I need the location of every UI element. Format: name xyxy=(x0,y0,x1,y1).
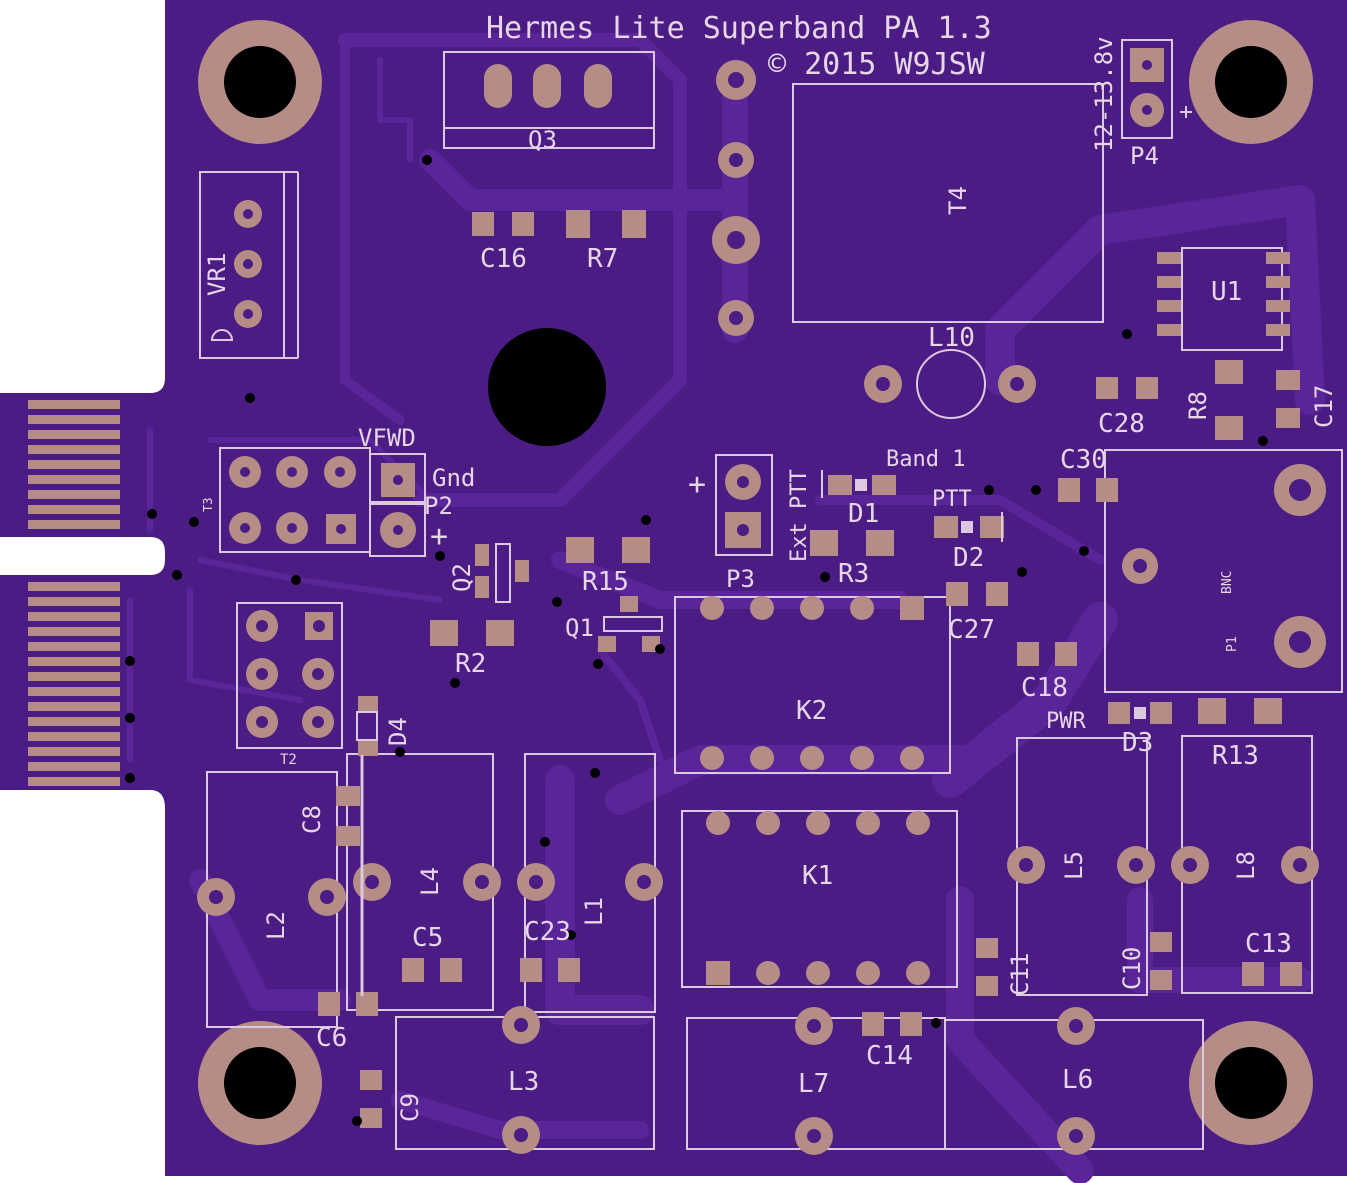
l10-label: L10 xyxy=(928,323,975,353)
vfwd-label: VFWD xyxy=(358,424,416,452)
c11-label: C11 xyxy=(1006,953,1034,996)
gnd-label: Gnd xyxy=(432,464,475,492)
u1-label: U1 xyxy=(1211,277,1242,307)
smd-pads xyxy=(318,210,1302,1128)
p2-plus: + xyxy=(430,519,448,554)
c30-label: C30 xyxy=(1060,445,1107,475)
bnc-label: BNC xyxy=(1220,571,1235,594)
k1-label: K1 xyxy=(802,861,833,891)
p1-label: P1 xyxy=(1225,636,1240,652)
d4-label: D4 xyxy=(384,717,412,746)
ptt-label: PTT xyxy=(932,487,972,512)
l6-label: L6 xyxy=(1062,1065,1093,1095)
voltage-label: 12-13.8v xyxy=(1090,36,1118,152)
l4-label: L4 xyxy=(416,867,444,896)
l1-label: L1 xyxy=(580,897,608,926)
c9-label: C9 xyxy=(396,1093,424,1122)
component-details xyxy=(356,470,1146,996)
k2-label: K2 xyxy=(796,696,827,726)
t3-label: T3 xyxy=(201,498,215,512)
c14-label: C14 xyxy=(866,1041,913,1071)
c18-label: C18 xyxy=(1021,673,1068,703)
c23-label: C23 xyxy=(524,917,571,947)
l7-label: L7 xyxy=(798,1069,829,1099)
r2-label: R2 xyxy=(455,649,486,679)
d3-label: D3 xyxy=(1122,728,1153,758)
r13-label: R13 xyxy=(1212,741,1259,771)
l2-label: L2 xyxy=(262,911,290,940)
l8-label: L8 xyxy=(1232,851,1260,880)
d1-label: D1 xyxy=(848,499,879,529)
band1-label: Band 1 xyxy=(886,447,965,472)
r8-label: R8 xyxy=(1184,391,1212,420)
q1-label: Q1 xyxy=(565,614,594,642)
p3-label: P3 xyxy=(726,565,755,593)
l3-label: L3 xyxy=(508,1067,539,1097)
l5-label: L5 xyxy=(1060,851,1088,880)
board-title: Hermes Lite Superband PA 1.3 xyxy=(486,11,992,46)
vias xyxy=(125,155,1268,1126)
pad-drills xyxy=(209,60,1311,1143)
c8-label: C8 xyxy=(298,805,326,834)
r7-label: R7 xyxy=(587,244,618,274)
t4-label: T4 xyxy=(944,186,972,215)
c10-label: C10 xyxy=(1118,947,1146,990)
board-copyright: © 2015 W9JSW xyxy=(768,47,986,82)
vr1-label: VR1 xyxy=(203,253,231,296)
d2-label: D2 xyxy=(953,543,984,573)
r3-label: R3 xyxy=(838,559,869,589)
pwr-label: PWR xyxy=(1046,709,1086,734)
c5-label: C5 xyxy=(412,923,443,953)
p4-label: P4 xyxy=(1130,142,1159,170)
p3-plus: + xyxy=(688,467,706,502)
ext-ptt-label: Ext PTT xyxy=(787,469,812,562)
c16-label: C16 xyxy=(480,244,527,274)
q2-label: Q2 xyxy=(448,563,476,592)
c17-label: C17 xyxy=(1310,385,1338,428)
mounting-holes xyxy=(198,20,1313,1145)
c28-label: C28 xyxy=(1098,409,1145,439)
r15-label: R15 xyxy=(582,567,629,597)
edge-connector xyxy=(28,400,120,786)
q3-label: Q3 xyxy=(528,126,557,154)
silkscreen-labels: Hermes Lite Superband PA 1.3 © 2015 W9JS… xyxy=(201,11,1338,1122)
p2-label: P2 xyxy=(424,492,453,520)
t2-label: T2 xyxy=(280,752,297,768)
c6-label: C6 xyxy=(316,1023,347,1053)
c27-label: C27 xyxy=(948,615,995,645)
c13-label: C13 xyxy=(1245,929,1292,959)
